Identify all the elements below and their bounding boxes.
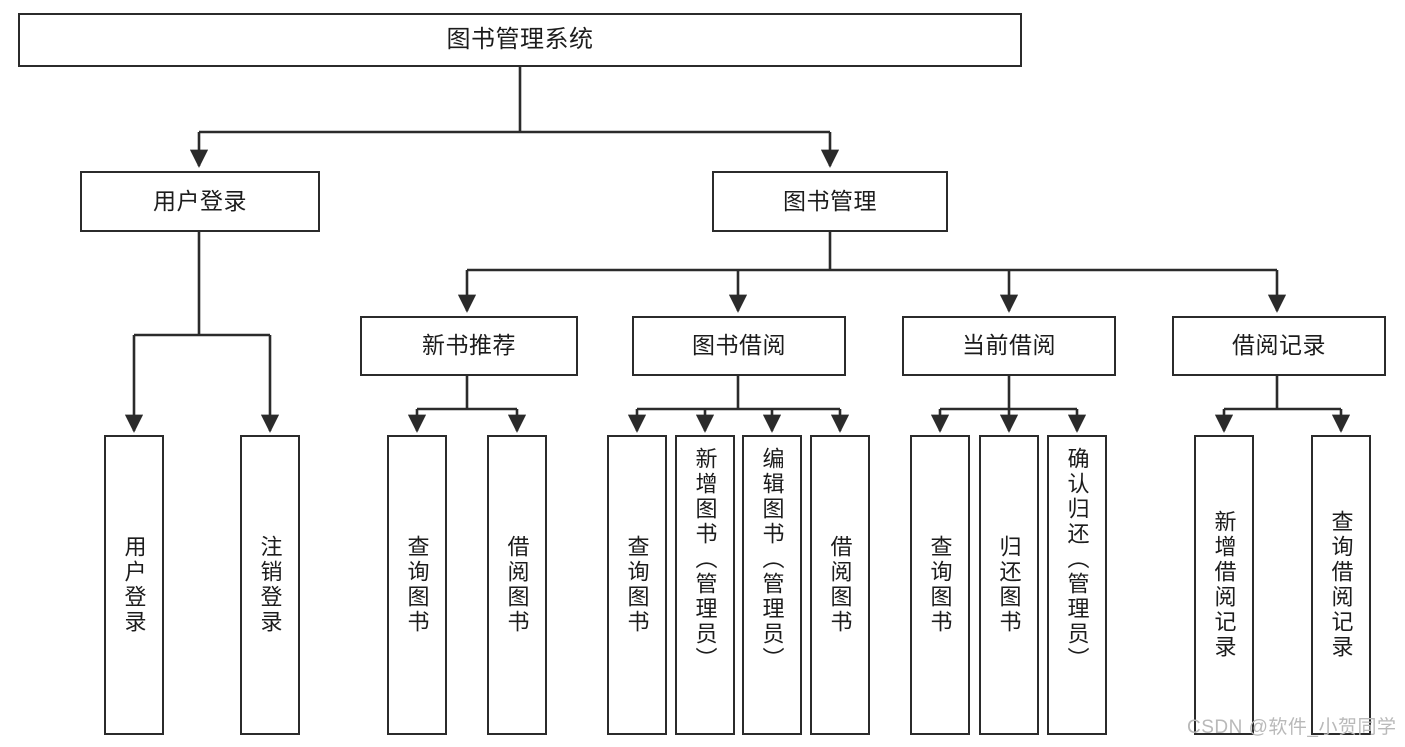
node-user-login[interactable]: 用户登录 — [80, 171, 320, 232]
leaf-current-query-book[interactable]: 查询图书 — [910, 435, 970, 735]
node-label: 查询图书 — [927, 535, 953, 635]
node-label: 确认归还（管理员） — [1064, 447, 1090, 672]
leaf-user-login-logout[interactable]: 注销登录 — [240, 435, 300, 735]
leaf-borrow-add-book-admin[interactable]: 新增图书（管理员） — [675, 435, 735, 735]
node-label: 查询图书 — [404, 535, 430, 635]
node-label: 用户登录 — [121, 535, 147, 635]
node-book-borrow[interactable]: 图书借阅 — [632, 316, 846, 376]
node-label: 借阅记录 — [1232, 332, 1326, 359]
node-label: 查询图书 — [624, 535, 650, 635]
node-borrow-record[interactable]: 借阅记录 — [1172, 316, 1386, 376]
node-label: 新书推荐 — [422, 332, 516, 359]
node-label: 图书管理 — [783, 187, 877, 214]
node-label: 编辑图书（管理员） — [759, 447, 785, 672]
node-label: 图书借阅 — [692, 332, 786, 359]
node-label: 借阅图书 — [504, 535, 530, 635]
leaf-current-confirm-return-admin[interactable]: 确认归还（管理员） — [1047, 435, 1107, 735]
node-label: 图书管理系统 — [446, 25, 594, 53]
node-label: 新增借阅记录 — [1211, 510, 1237, 660]
leaf-record-add-record[interactable]: 新增借阅记录 — [1194, 435, 1254, 735]
leaf-record-query-record[interactable]: 查询借阅记录 — [1311, 435, 1371, 735]
node-label: 注销登录 — [257, 535, 283, 635]
node-new-book-recommend[interactable]: 新书推荐 — [360, 316, 578, 376]
leaf-borrow-edit-book-admin[interactable]: 编辑图书（管理员） — [742, 435, 802, 735]
leaf-borrow-query-book[interactable]: 查询图书 — [607, 435, 667, 735]
node-label: 借阅图书 — [827, 535, 853, 635]
node-label: 新增图书（管理员） — [692, 447, 718, 672]
leaf-user-login-login[interactable]: 用户登录 — [104, 435, 164, 735]
node-label: 查询借阅记录 — [1328, 510, 1354, 660]
node-label: 当前借阅 — [962, 332, 1056, 359]
watermark: CSDN @软件_小贺同学 — [1187, 717, 1397, 738]
leaf-borrow-borrow-book[interactable]: 借阅图书 — [810, 435, 870, 735]
leaf-recommend-query-book[interactable]: 查询图书 — [387, 435, 447, 735]
node-label: 用户登录 — [153, 187, 247, 214]
node-book-management[interactable]: 图书管理 — [712, 171, 948, 232]
node-current-borrow[interactable]: 当前借阅 — [902, 316, 1116, 376]
leaf-current-return-book[interactable]: 归还图书 — [979, 435, 1039, 735]
leaf-recommend-borrow-book[interactable]: 借阅图书 — [487, 435, 547, 735]
node-label: 归还图书 — [996, 535, 1022, 635]
node-root-system[interactable]: 图书管理系统 — [18, 13, 1022, 67]
